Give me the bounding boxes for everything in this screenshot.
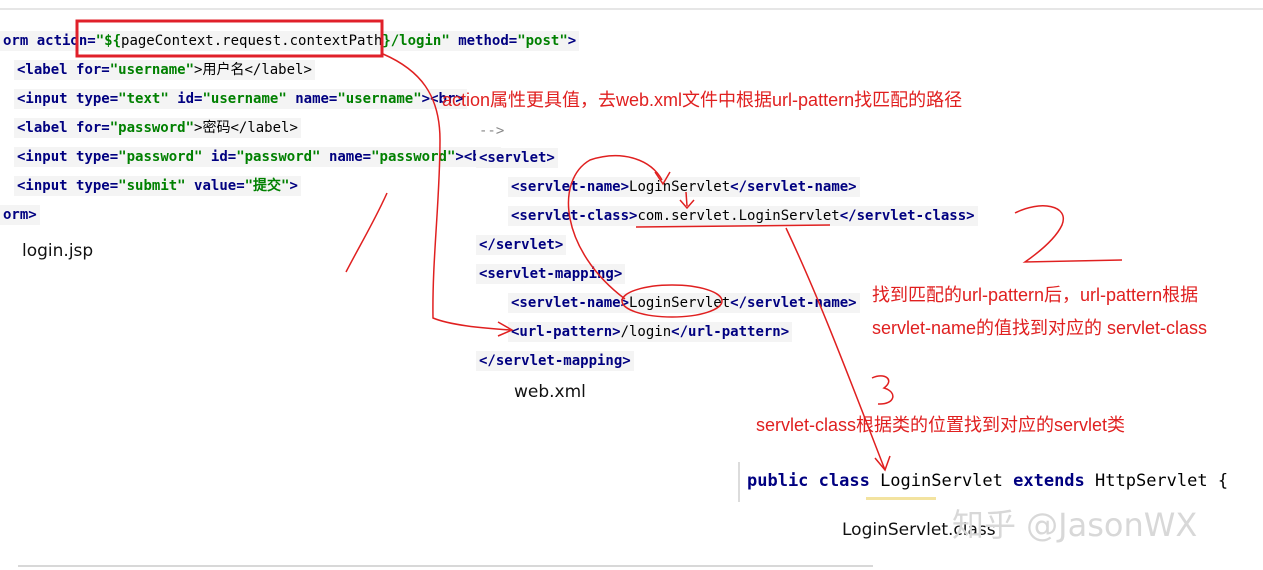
arrowhead-servlet-class-file bbox=[874, 455, 891, 472]
xml-servlet-name-line: <servlet-name>LoginServlet</servlet-name… bbox=[508, 177, 860, 197]
xml-url-pattern-line: <url-pattern>/login</url-pattern> bbox=[508, 322, 793, 342]
xml-mapping-name-line: <servlet-name>LoginServlet</servlet-name… bbox=[508, 293, 860, 313]
xml-mapping-close: </servlet-mapping> bbox=[476, 351, 634, 371]
xml-mapping-open: <servlet-mapping> bbox=[476, 264, 626, 284]
code-line-input-submit: <input type="submit" value="提交"> bbox=[14, 176, 301, 196]
annotation-step-2-line1: 找到匹配的url-pattern后，url-pattern根据 bbox=[872, 285, 1199, 305]
bottom-scrollbar-track bbox=[18, 565, 873, 567]
code-line-input-password: <input type="password" id="password" nam… bbox=[14, 147, 501, 167]
java-class-declaration: public class LoginServlet extends HttpSe… bbox=[747, 471, 1229, 491]
xml-servlet-open: <servlet> bbox=[476, 148, 558, 168]
annotation-step-3: servlet-class根据类的位置找到对应的servlet类 bbox=[756, 415, 1126, 435]
arrow-to-servlet-class bbox=[685, 191, 688, 207]
arrowhead-servlet-name bbox=[654, 171, 671, 186]
code-line-label-username: <label for="username">用户名</label> bbox=[14, 60, 315, 80]
servlet-class-underline bbox=[635, 224, 831, 228]
annotation-step-2-line2: servlet-name的值找到对应的 servlet-class bbox=[872, 318, 1208, 338]
code-line-input-username: <input type="text" id="username" name="u… bbox=[14, 89, 467, 109]
xml-servlet-class-line: <servlet-class>com.servlet.LoginServlet<… bbox=[508, 206, 978, 226]
xml-comment-end: --> bbox=[479, 123, 505, 139]
servlet-name-circle bbox=[621, 284, 723, 318]
login-jsp-caption: login.jsp bbox=[22, 241, 94, 261]
watermark: 知乎 @JasonWX bbox=[952, 506, 1198, 544]
top-divider bbox=[0, 8, 1263, 10]
arrowhead-servlet-class bbox=[679, 199, 695, 210]
servlet-class-caption: LoginServlet.class bbox=[842, 520, 996, 540]
arrow-name-to-servlet-name bbox=[567, 155, 663, 300]
numeral-3-mark bbox=[871, 375, 894, 405]
annotation-step-1: action属性更具值，去web.xml文件中根据url-pattern找匹配的… bbox=[442, 90, 963, 110]
arrow-class-to-servlet bbox=[785, 227, 886, 471]
arrow-action-to-url-pattern bbox=[382, 53, 511, 331]
xml-servlet-close: </servlet> bbox=[476, 235, 567, 255]
editor-gutter-line bbox=[738, 462, 740, 502]
code-line-form: orm action="${pageContext.request.contex… bbox=[0, 31, 580, 51]
code-line-form-close: orm> bbox=[0, 205, 40, 225]
action-highlight-box bbox=[75, 19, 384, 58]
numeral-2-mark bbox=[1014, 205, 1123, 263]
arrowhead-url-pattern bbox=[497, 321, 514, 337]
web-xml-caption: web.xml bbox=[514, 382, 586, 402]
class-name-highlight bbox=[866, 497, 936, 500]
mark-step-1 bbox=[345, 192, 388, 273]
code-line-label-password: <label for="password">密码</label> bbox=[14, 118, 301, 138]
